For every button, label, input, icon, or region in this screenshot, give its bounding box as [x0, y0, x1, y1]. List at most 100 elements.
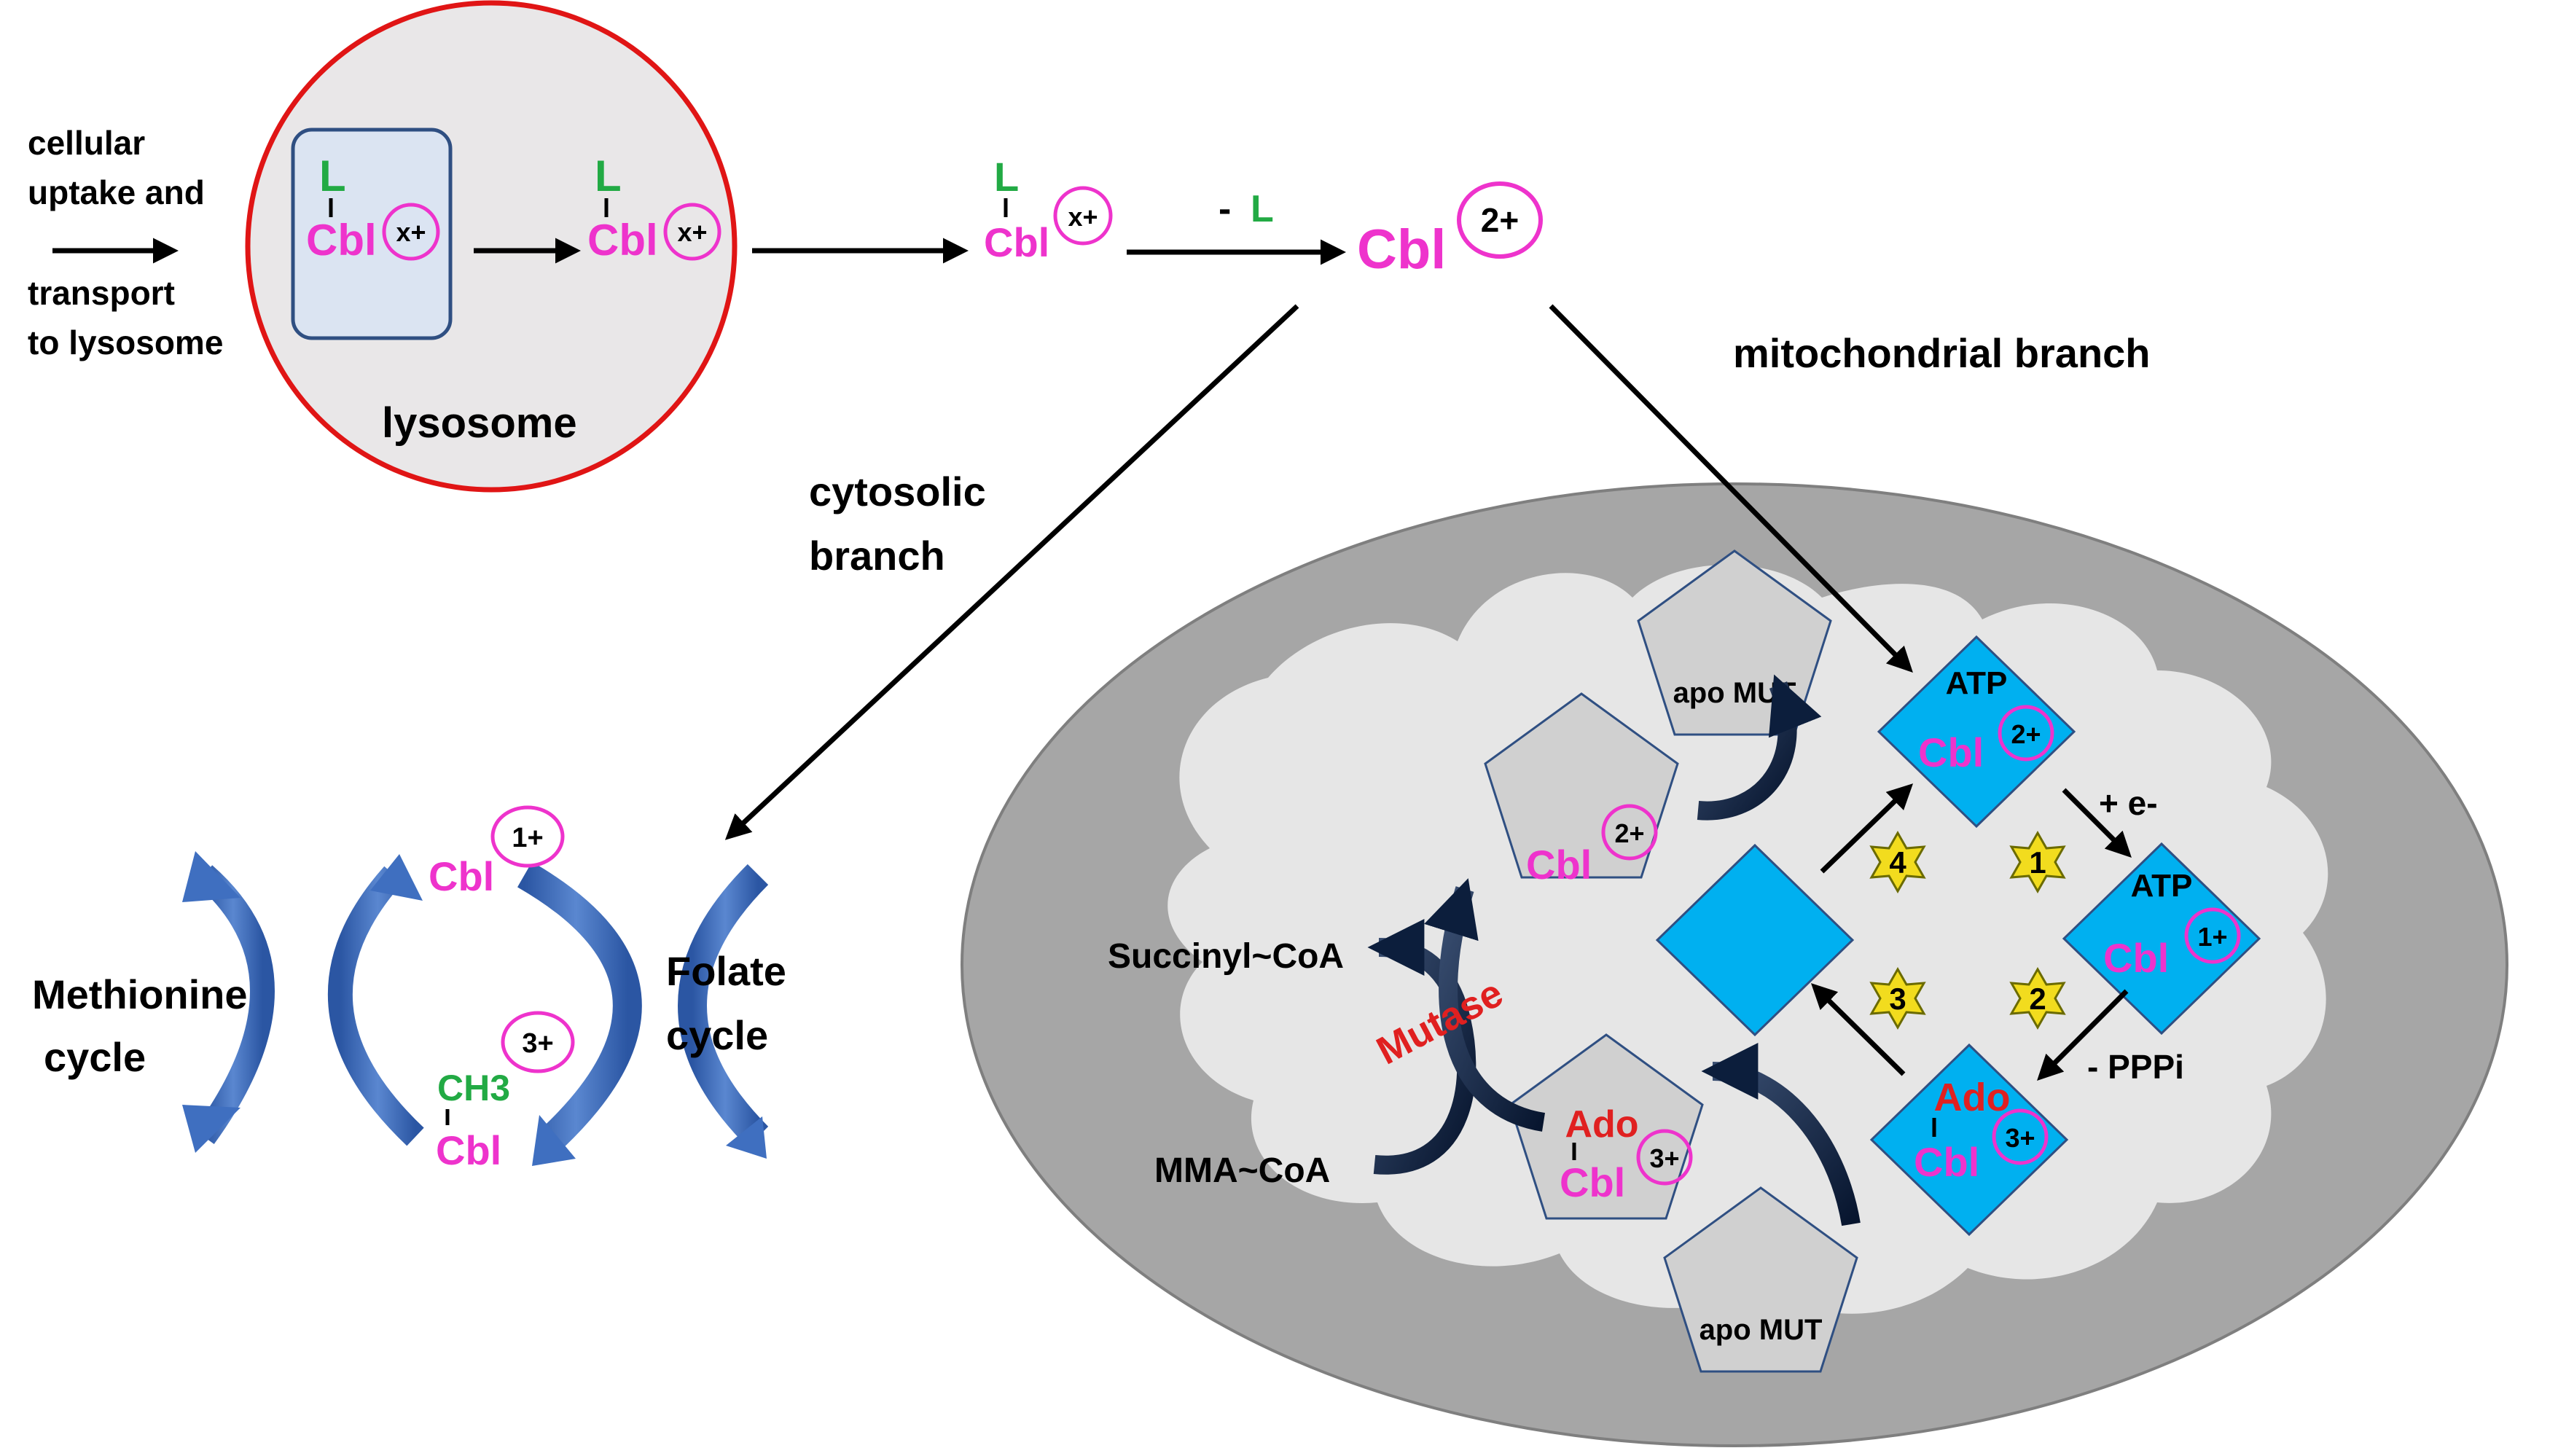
charge-3: x+ — [1068, 202, 1098, 232]
enzyme-diamond-empty — [1655, 843, 1855, 1037]
mitochondrial-label: mitochondrial branch — [1733, 330, 2151, 376]
cycle-arrowhead-right-end — [726, 1116, 767, 1159]
mutase-arrow-up — [1424, 878, 1546, 1132]
ado-cbl: Cbl — [1560, 1159, 1625, 1205]
charge-circle-right — [2184, 907, 2241, 964]
folate-label-2: cycle — [666, 1012, 768, 1058]
dealkylation-ligand: L — [1251, 188, 1274, 230]
released-ligand: L — [994, 154, 1019, 200]
lysosome-cbl-2: Cbl — [587, 216, 658, 265]
uptake-line-3: transport — [28, 274, 175, 312]
holo-charge-circle — [1601, 804, 1658, 861]
lysosome-ligand-2: L — [595, 152, 622, 200]
ado-charge-circle — [1636, 1129, 1693, 1186]
cytosolic-arrow — [724, 304, 1299, 840]
lysosome-ligand-1: L — [319, 152, 346, 200]
charge-circle-1 — [382, 203, 440, 261]
cyto-cbl-bottom: Cbl — [436, 1127, 501, 1173]
cyto-charge-circle-bottom — [501, 1011, 575, 1073]
curved-arrow-top — [1697, 674, 1822, 821]
lysosome-label: lysosome — [382, 399, 577, 447]
charge-bottom: 3+ — [2005, 1123, 2035, 1153]
apo-mut-bottom: apo MUT — [1700, 1314, 1823, 1346]
apo-mut-pentagon-bottom — [1663, 1186, 1858, 1373]
mitochondrial-arrow — [1549, 304, 1913, 673]
cycle-arc-right-inner — [517, 861, 642, 1148]
endosome-box — [291, 128, 453, 340]
step-1: 1 — [2029, 845, 2046, 880]
lysosome-cbl-1: Cbl — [306, 216, 377, 265]
cyto-cbl-top: Cbl — [429, 853, 494, 899]
cycle-arrowhead-inner-top — [370, 854, 423, 901]
cyto-charge-top: 1+ — [512, 823, 543, 853]
uptake-line-1: cellular — [28, 124, 145, 162]
ado-pentagon — [1509, 1033, 1704, 1220]
cbl-bottom: Cbl — [1914, 1139, 1979, 1185]
plus-electron: + e- — [2099, 784, 2158, 822]
cycle-arrowhead-right-bottom — [532, 1115, 576, 1166]
cyto-charge-bottom: 3+ — [522, 1028, 553, 1059]
minus-pppi: - PPPi — [2087, 1048, 2184, 1086]
holo-pentagon — [1484, 692, 1679, 879]
ado-left: Ado — [1565, 1103, 1638, 1146]
charge-circle-3 — [1053, 186, 1113, 246]
cycle-arc-left-inner — [327, 866, 424, 1146]
star-3 — [1869, 966, 1926, 1030]
curved-arrow-bottom — [1701, 1043, 1861, 1226]
star-2 — [2009, 966, 2066, 1030]
charge-circle-bottom — [1992, 1108, 2049, 1165]
cyto-ch3: CH3 — [437, 1068, 510, 1108]
mutase-arrow-cross — [1367, 919, 1476, 1175]
atp-right: ATP — [2131, 868, 2193, 904]
released-cbl: Cbl — [984, 219, 1049, 265]
cycle-arc-left-outer — [194, 865, 275, 1144]
charge-top: 2+ — [2011, 719, 2041, 749]
central-cbl: Cbl — [1357, 219, 1446, 281]
cytosolic-label-1: cytosolic — [809, 469, 986, 514]
uptake-line-2: uptake and — [28, 173, 205, 211]
cytosolic-label-2: branch — [809, 533, 945, 579]
enzyme-diamond-top — [1877, 635, 2076, 829]
step-3: 3 — [1889, 982, 1906, 1016]
uptake-label: cellular uptake and transport to lysosom… — [28, 124, 223, 361]
step-4: 4 — [1889, 845, 1906, 880]
charge-1: x+ — [396, 217, 426, 247]
arrow-right-to-bottom — [2037, 989, 2129, 1081]
step-stars: 1 2 3 4 — [1869, 830, 2066, 1030]
cyto-charge-circle-top — [490, 805, 565, 868]
arrow-empty-to-top — [1820, 783, 1914, 874]
charge-right: 1+ — [2197, 922, 2227, 952]
uptake-line-4: to lysosome — [28, 324, 223, 361]
star-4 — [1869, 830, 1926, 894]
charge-2: x+ — [677, 217, 707, 247]
cycle-arrowhead-left-bottom — [182, 1105, 240, 1153]
dealkylation-minus: - — [1219, 188, 1231, 230]
charge-circle-2 — [663, 203, 721, 261]
methionine-label-1: Methionine — [32, 971, 248, 1017]
step-2: 2 — [2029, 982, 2046, 1016]
central-charge: 2+ — [1481, 201, 1519, 239]
enzyme-diamond-bottom — [1869, 1043, 2069, 1237]
atp-top: ATP — [1946, 665, 2008, 701]
cycle-arrowhead-left-top — [182, 851, 240, 902]
mma-coa: MMA~CoA — [1154, 1151, 1330, 1190]
methionine-label-2: cycle — [44, 1034, 146, 1080]
ado-right: Ado — [1934, 1076, 2011, 1119]
holo-cbl: Cbl — [1526, 842, 1592, 888]
lysosome-membrane — [245, 0, 738, 493]
holo-charge: 2+ — [1614, 818, 1644, 848]
cycle-arc-right-outer — [678, 864, 769, 1148]
cbl-top: Cbl — [1918, 729, 1984, 775]
arrow-bottom-to-empty — [1811, 983, 1906, 1076]
succinyl-coa: Succinyl~CoA — [1108, 937, 1344, 976]
arrow-top-to-right — [2062, 788, 2132, 858]
star-1 — [2009, 830, 2066, 894]
cbl-right: Cbl — [2103, 935, 2169, 981]
ado-charge: 3+ — [1649, 1143, 1679, 1173]
methionine-folate-cycles — [182, 851, 769, 1166]
charge-circle-top — [1998, 705, 2054, 762]
enzyme-diamond-right — [2062, 842, 2261, 1036]
central-charge-circle — [1457, 181, 1543, 259]
folate-label-1: Folate — [666, 948, 786, 994]
